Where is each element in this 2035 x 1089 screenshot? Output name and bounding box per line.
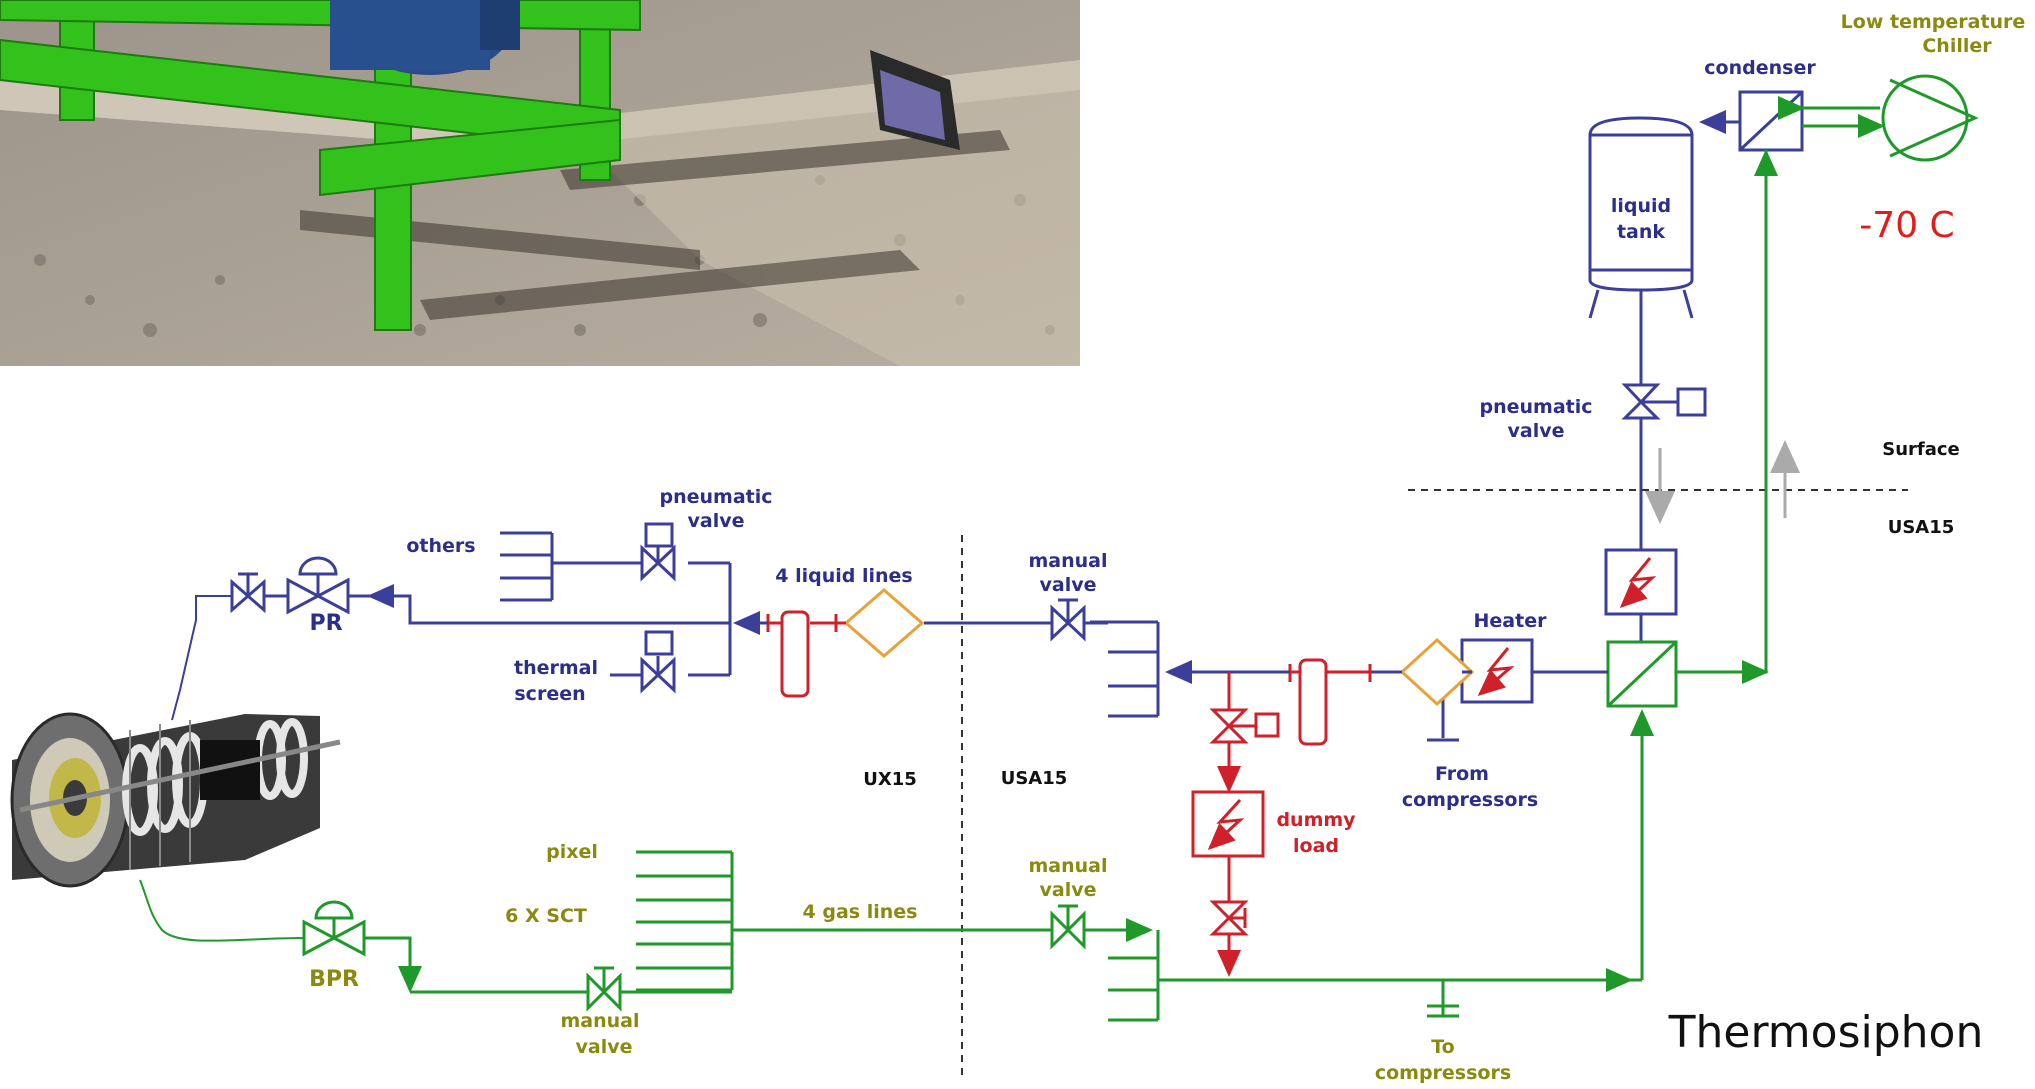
temperature-label: -70 C (1859, 205, 1954, 246)
manual-valve-top (1052, 600, 1084, 638)
dummy-load-label-line2: load (1293, 835, 1339, 857)
tank-label-line2: tank (1617, 221, 1665, 243)
manual-valve-top-label-line1: manual (1028, 550, 1107, 572)
chiller-label-line2: Chiller (1922, 35, 1992, 57)
manual-valve-detector (232, 574, 264, 610)
manual-valve-bottom-label-line2: valve (576, 1036, 633, 1058)
detector-drawing (12, 714, 340, 886)
pneumatic-valve-left-upper (642, 524, 674, 578)
thermal-screen-label-line2: screen (514, 683, 585, 705)
cartridge-right (1290, 660, 1370, 744)
line-heater-symbol (1606, 550, 1676, 614)
pr-label: PR (309, 611, 342, 636)
tank-label-line1: liquid (1611, 195, 1671, 217)
pneumatic-valve-left-label-line2: valve (688, 510, 745, 532)
condenser-symbol (1740, 92, 1802, 150)
pneumatic-valve-left-label-line1: pneumatic (659, 486, 772, 508)
bpr-label: BPR (309, 967, 359, 992)
pneumatic-valve-top-label-line1: pneumatic (1479, 396, 1592, 418)
filter-left (846, 590, 922, 656)
gas-manifold-right (1108, 930, 1158, 1020)
four-gas-lines-label: 4 gas lines (803, 901, 918, 923)
dummy-load-branch (1193, 672, 1278, 974)
manual-valve-mid-label-line2: valve (1040, 879, 1097, 901)
to-compressors-label-line2: compressors (1375, 1062, 1511, 1084)
pneumatic-valve-top-label-line2: valve (1508, 420, 1565, 442)
from-compressors-label-line1: From (1435, 763, 1489, 785)
usa15-right-label: USA15 (1888, 517, 1955, 538)
liquid-manifold-right (1108, 622, 1158, 716)
to-compressors-connector (1427, 980, 1459, 1016)
condenser-label: condenser (1704, 57, 1816, 79)
heater-label: Heater (1474, 610, 1548, 632)
capillary-to-detector (172, 596, 232, 720)
manual-valve-mid-label-line1: manual (1028, 855, 1107, 877)
thermal-screen-label-line1: thermal (514, 657, 598, 679)
back-pressure-regulator-bpr (304, 902, 364, 954)
others-manifold (500, 533, 552, 600)
pixel-label: pixel (546, 841, 598, 863)
surface-label: Surface (1882, 439, 1960, 460)
to-compressors-label-line1: To (1431, 1036, 1455, 1058)
pneumatic-valve-top (1625, 385, 1705, 418)
heat-exchanger-symbol (1608, 642, 1676, 706)
labels: Low temperature Chiller condenser liquid… (309, 11, 2025, 1084)
ux15-label: UX15 (863, 769, 917, 790)
from-compressors-label-line2: compressors (1402, 789, 1538, 811)
usa15-mid-label: USA15 (1001, 768, 1068, 789)
dummy-load-label-line1: dummy (1276, 809, 1356, 831)
capillary-from-detector (140, 880, 304, 941)
chiller-label-line1: Low temperature (1841, 11, 2026, 33)
sct-label: 6 X SCT (505, 905, 587, 927)
manual-valve-bottom (588, 968, 620, 1008)
others-label: others (406, 535, 475, 557)
cartridge-left (768, 612, 846, 696)
thermosiphon-title: Thermosiphon (1668, 1007, 1984, 1058)
manual-valve-top-label-line2: valve (1040, 574, 1097, 596)
manual-valve-bottom-label-line1: manual (560, 1010, 639, 1032)
pneumatic-valve-left-lower (642, 632, 674, 690)
pressure-regulator-pr (288, 558, 348, 612)
chiller-symbol (1883, 76, 1975, 160)
pixel-sct-manifold (636, 852, 732, 990)
liquid-distribution (688, 563, 730, 675)
manual-valve-mid (1052, 906, 1084, 946)
liquid-tank-symbol (1590, 118, 1692, 318)
four-liquid-lines-label: 4 liquid lines (775, 565, 912, 587)
